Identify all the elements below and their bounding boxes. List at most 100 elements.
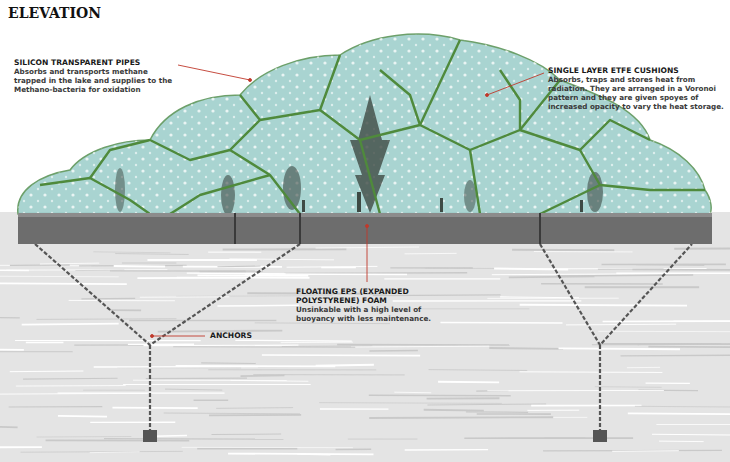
anchor-chains xyxy=(35,244,692,430)
water-streak xyxy=(123,384,311,385)
water-streak xyxy=(133,380,287,381)
water-streak xyxy=(0,317,20,319)
water-streak xyxy=(0,265,91,267)
water-streak xyxy=(208,252,261,253)
water-streak xyxy=(405,253,457,254)
water-streak xyxy=(112,407,197,409)
water-streak xyxy=(147,259,256,261)
water-streak xyxy=(104,438,283,440)
water-streak xyxy=(348,439,418,440)
water-streak xyxy=(466,411,528,413)
water-streak xyxy=(128,344,194,346)
water-streak xyxy=(228,453,373,456)
water-streak xyxy=(281,342,353,344)
water-streak xyxy=(585,286,699,288)
water-streak xyxy=(287,266,378,268)
water-streak xyxy=(487,298,618,299)
water-streak xyxy=(566,324,676,326)
water-streak xyxy=(137,277,249,279)
callout-note: Unsinkable with a high level of buoyancy… xyxy=(296,305,446,323)
trees xyxy=(115,95,603,215)
water-streak xyxy=(464,437,633,439)
water-streak xyxy=(369,350,417,352)
water-streak xyxy=(36,318,176,320)
water-streak xyxy=(208,369,376,370)
callout-note: Absorbs and transports methane trapped i… xyxy=(14,67,182,94)
water-streak xyxy=(531,405,641,407)
water-streak xyxy=(15,340,201,341)
water-streak xyxy=(595,386,662,388)
water-streak xyxy=(26,342,64,344)
anchor-block xyxy=(143,430,157,442)
base-edge xyxy=(18,213,712,217)
water-streak xyxy=(0,282,127,285)
water-streak xyxy=(37,436,132,438)
water-streak xyxy=(223,248,347,250)
water-streak xyxy=(211,433,281,435)
water-streak xyxy=(115,253,189,255)
water-streak xyxy=(336,449,372,451)
water-streak xyxy=(319,402,502,404)
water-streak xyxy=(146,377,247,379)
water-streak xyxy=(621,354,730,356)
water-streak xyxy=(9,406,103,408)
water-streak xyxy=(262,354,420,356)
water-streak xyxy=(632,269,730,271)
water-streak xyxy=(659,441,704,442)
water-streak xyxy=(10,371,84,373)
water-streak xyxy=(201,362,256,364)
water-streak xyxy=(83,390,145,391)
water-streak xyxy=(427,403,546,405)
water-streak xyxy=(440,322,562,324)
lake-water xyxy=(0,212,730,462)
water-streak xyxy=(187,273,286,275)
water-streak xyxy=(122,262,176,263)
anchor-block xyxy=(593,430,607,442)
water-streak xyxy=(90,451,140,453)
water-streak xyxy=(487,390,664,391)
water-streak xyxy=(164,413,300,415)
water-texture xyxy=(0,247,730,455)
water-streak xyxy=(369,416,553,419)
water-streak xyxy=(110,309,141,311)
base-joints xyxy=(235,213,540,244)
water-streak xyxy=(509,275,595,278)
water-streak xyxy=(40,263,99,265)
water-streak xyxy=(90,421,175,423)
water-streak xyxy=(602,263,726,265)
leader-lines xyxy=(151,65,545,338)
water-streak xyxy=(598,331,730,332)
water-streak xyxy=(46,439,190,441)
water-streak xyxy=(0,351,73,352)
water-streak xyxy=(217,305,298,307)
water-streak xyxy=(69,300,175,301)
water-streak xyxy=(240,374,284,377)
callout-heading: SILICON TRANSPARENT PIPES xyxy=(14,58,182,67)
water-streak xyxy=(209,414,301,416)
eps-foam-base xyxy=(18,213,712,244)
water-streak xyxy=(656,424,730,425)
water-streak xyxy=(534,251,633,252)
water-streak xyxy=(153,435,187,437)
water-streak xyxy=(216,407,293,409)
water-streak xyxy=(646,382,690,384)
water-streak xyxy=(520,304,687,307)
water-streak xyxy=(405,449,488,451)
water-streak xyxy=(394,392,431,394)
water-streak xyxy=(23,378,118,380)
water-streak xyxy=(627,367,660,368)
water-streak xyxy=(194,400,229,401)
callout-heading: SINGLE LAYER ETFE CUSHIONS xyxy=(548,66,724,75)
water-streak xyxy=(541,283,663,285)
water-streak xyxy=(0,393,147,395)
water-streak xyxy=(129,320,276,321)
water-streak xyxy=(22,323,119,326)
water-streak xyxy=(674,247,730,249)
water-streak xyxy=(438,381,499,383)
water-streak xyxy=(412,308,529,309)
water-streak xyxy=(489,347,563,350)
water-streak xyxy=(636,264,704,266)
water-streak xyxy=(173,346,355,348)
water-streak xyxy=(217,266,260,268)
water-streak xyxy=(351,346,489,348)
